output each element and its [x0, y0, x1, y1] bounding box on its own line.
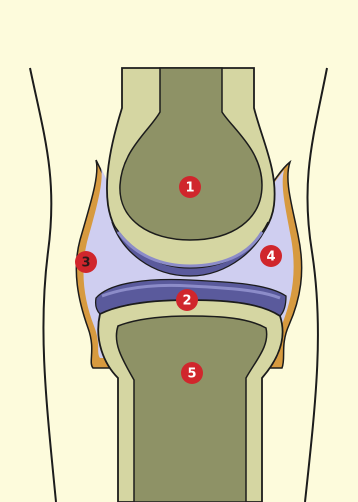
marker-5: 5: [181, 362, 203, 384]
marker-3: 3: [75, 251, 97, 273]
marker-2-label: 2: [182, 294, 191, 309]
marker-4-label: 4: [266, 250, 275, 265]
marker-1-label: 1: [185, 181, 194, 196]
marker-3-label: 3: [81, 256, 90, 271]
marker-5-label: 5: [187, 367, 196, 382]
tibia-marrow: [116, 316, 266, 502]
marker-4: 4: [260, 245, 282, 267]
marker-1: 1: [179, 176, 201, 198]
marker-2: 2: [176, 289, 198, 311]
